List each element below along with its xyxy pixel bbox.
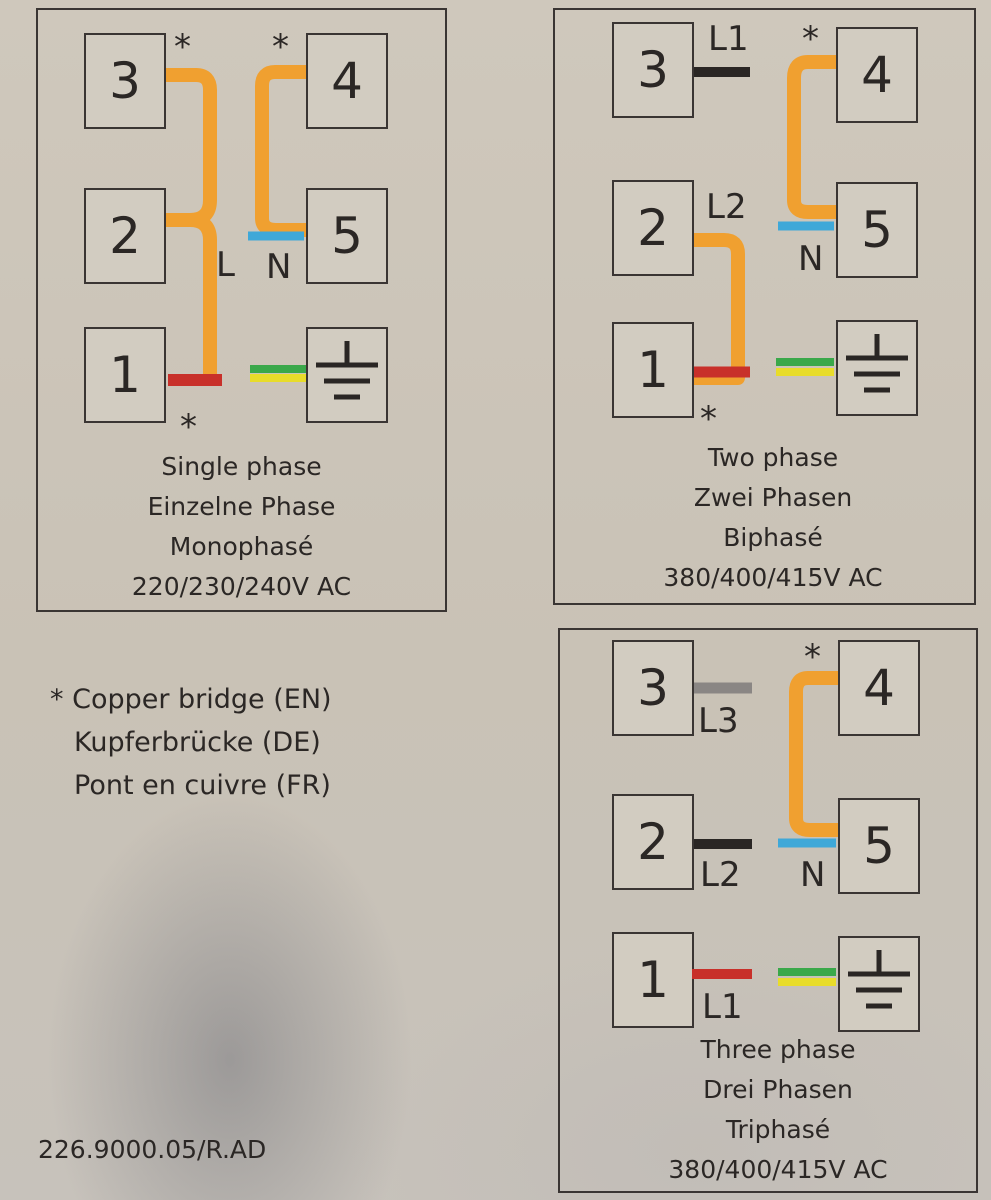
- two-phase-panel: [553, 8, 976, 605]
- copper-bridge-legend: * Copper bridge (EN) Kupferbrücke (DE) P…: [50, 678, 332, 807]
- three-label-l2: L2: [700, 855, 741, 895]
- three-bridge-4-5: [789, 671, 838, 837]
- legend-row-en: * Copper bridge (EN): [50, 678, 332, 721]
- two-terminal-2: 2: [612, 180, 694, 276]
- two-caption-en: Two phase: [707, 443, 839, 472]
- two-caption-voltage: 380/400/415V AC: [663, 563, 883, 592]
- two-bridge-2-1: [694, 233, 745, 385]
- single-phase-caption: Single phase Einzelne Phase Monophasé 22…: [36, 447, 447, 607]
- single-terminal-2: 2: [84, 188, 166, 284]
- legend-text-en: Copper bridge (EN): [72, 684, 332, 715]
- single-caption-fr: Monophasé: [169, 532, 314, 561]
- single-terminal-4: 4: [306, 33, 388, 129]
- legend-marker: *: [50, 684, 64, 715]
- three-terminal-4: 4: [838, 640, 920, 736]
- two-label-n: N: [798, 239, 824, 279]
- two-caption-fr: Biphasé: [723, 523, 823, 552]
- single-label-l: L: [216, 245, 235, 285]
- two-terminal-5: 5: [836, 182, 918, 278]
- single-earth-terminal: [306, 327, 388, 423]
- three-label-l3: L3: [698, 701, 739, 741]
- two-terminal-3: 3: [612, 22, 694, 118]
- single-terminal-1: 1: [84, 327, 166, 423]
- three-terminal-1: 1: [612, 932, 694, 1028]
- three-caption-fr: Triphasé: [725, 1115, 831, 1144]
- two-caption-de: Zwei Phasen: [693, 483, 853, 512]
- document-code: 226.9000.05/R.AD: [38, 1135, 267, 1164]
- single-caption-de: Einzelne Phase: [147, 492, 336, 521]
- single-caption-voltage: 220/230/240V AC: [131, 572, 352, 601]
- single-phase-panel: [36, 8, 447, 612]
- earth-icon: [846, 334, 908, 393]
- legend-text-fr: Pont en cuivre (FR): [74, 770, 331, 801]
- single-caption-en: Single phase: [161, 452, 322, 481]
- earth-icon: [316, 341, 378, 400]
- single-bridge-4-5: [255, 65, 306, 237]
- single-bridge-3-2-1: [166, 68, 217, 378]
- three-caption-de: Drei Phasen: [703, 1075, 853, 1104]
- single-star-3: *: [174, 27, 191, 67]
- two-label-l2: L2: [706, 187, 747, 227]
- three-caption-voltage: 380/400/415V AC: [668, 1155, 888, 1184]
- two-terminal-4: 4: [836, 27, 918, 123]
- two-star-1: *: [700, 399, 717, 439]
- two-phase-caption: Two phase Zwei Phasen Biphasé 380/400/41…: [553, 438, 991, 598]
- three-label-n: N: [800, 855, 826, 895]
- single-star-1: *: [180, 407, 197, 447]
- three-caption-en: Three phase: [700, 1035, 856, 1064]
- two-label-l1: L1: [708, 19, 749, 59]
- legend-text-de: Kupferbrücke (DE): [74, 727, 321, 758]
- two-star-4: *: [802, 19, 819, 59]
- three-star-4: *: [804, 637, 821, 677]
- single-terminal-5: 5: [306, 188, 388, 284]
- three-phase-panel: [558, 628, 978, 1193]
- two-terminal-1: 1: [612, 322, 694, 418]
- three-label-l1: L1: [702, 987, 743, 1027]
- earth-icon: [848, 950, 910, 1009]
- single-label-n: N: [266, 247, 292, 287]
- three-terminal-3: 3: [612, 640, 694, 736]
- three-terminal-2: 2: [612, 794, 694, 890]
- single-star-4: *: [272, 27, 289, 67]
- single-terminal-3: 3: [84, 33, 166, 129]
- three-earth-terminal: [838, 936, 920, 1032]
- three-phase-caption: Three phase Drei Phasen Triphasé 380/400…: [558, 1030, 991, 1190]
- two-bridge-4-5: [787, 55, 836, 219]
- two-earth-terminal: [836, 320, 918, 416]
- three-terminal-5: 5: [838, 798, 920, 894]
